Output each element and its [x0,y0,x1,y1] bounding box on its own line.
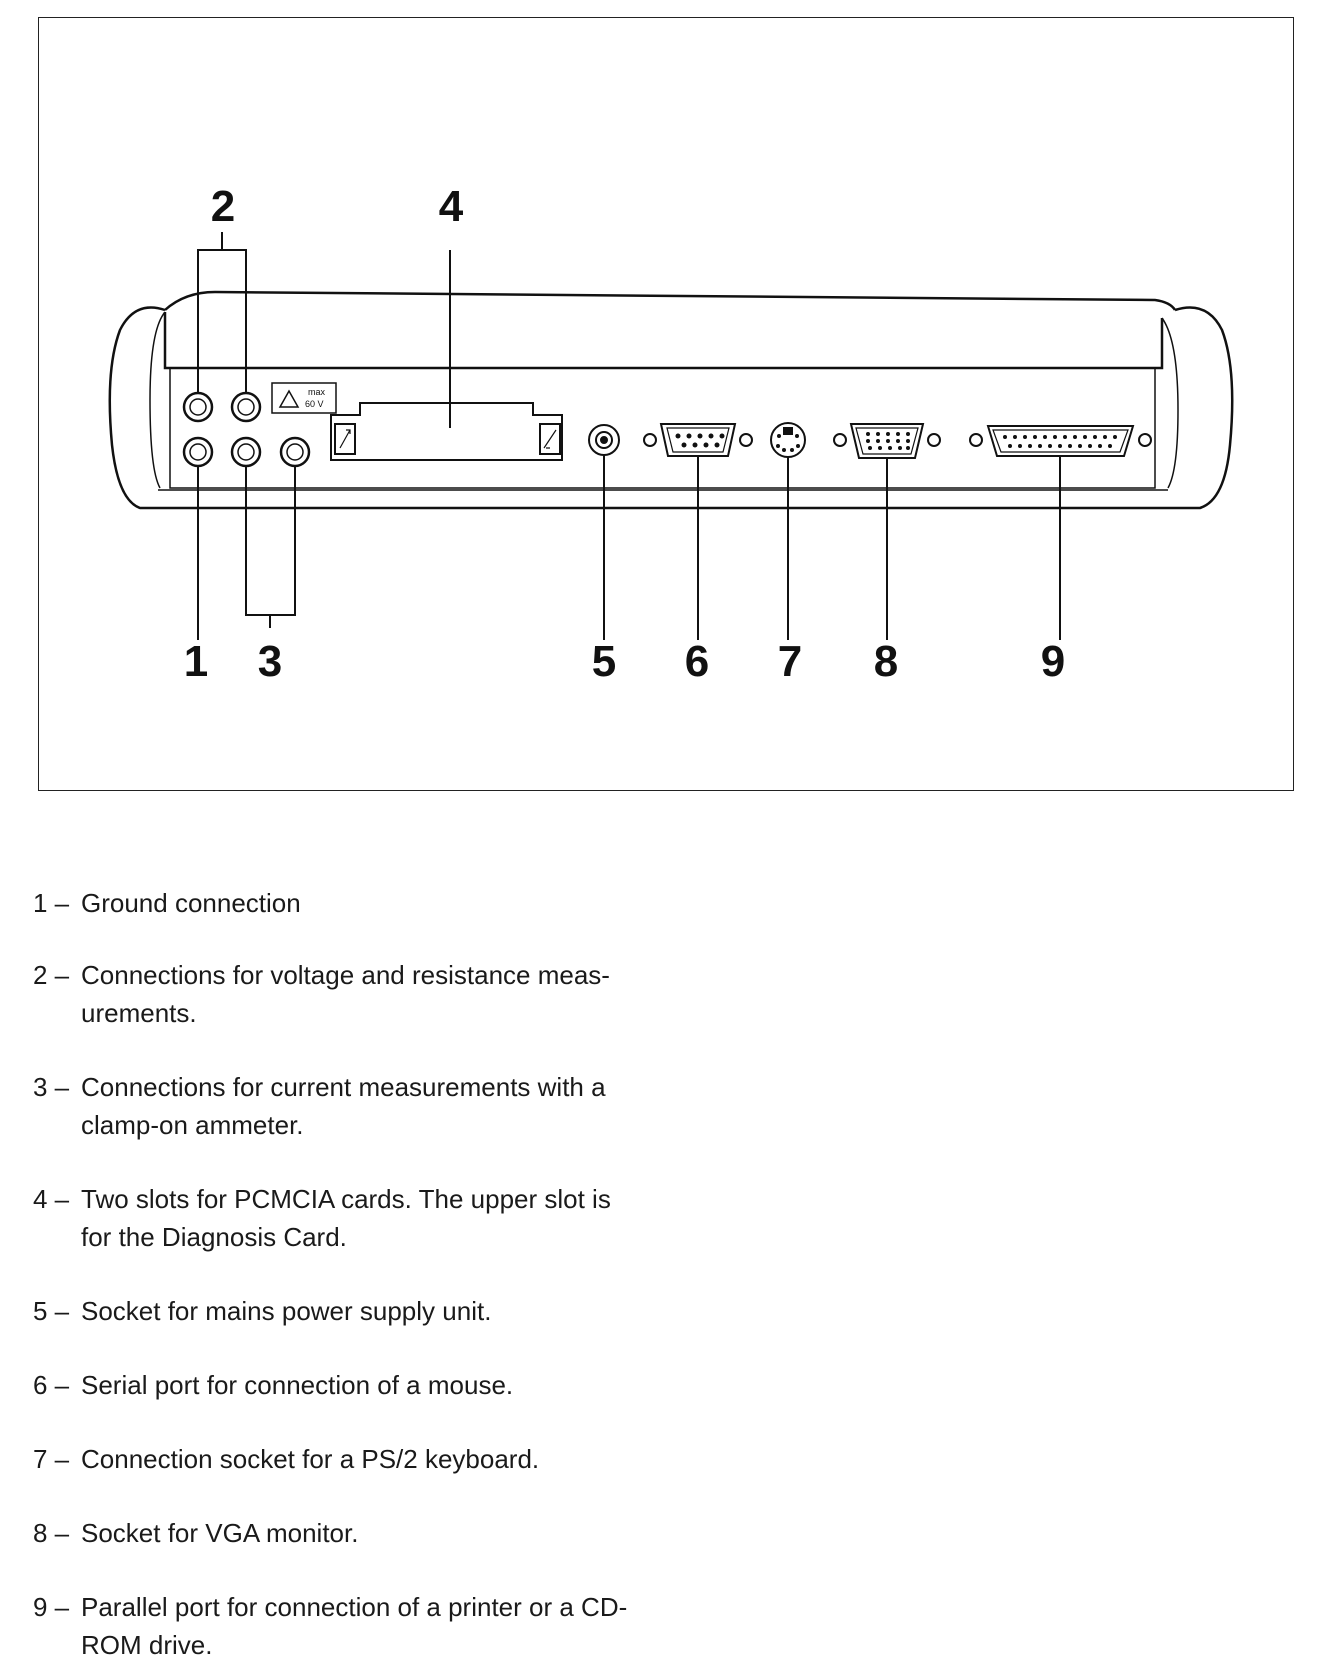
legend-item-6: 6 – Serial port for connection of a mous… [33,1366,673,1404]
callout-9: 9 [1040,637,1066,686]
legend-text: Ground connection [81,888,301,918]
legend-number: 2 – [33,960,70,990]
callout-7: 7 [777,637,803,686]
legend-item-2: 2 – Connections for voltage and resistan… [33,956,633,1032]
callout-8: 8 [873,637,899,686]
callout-4: 4 [438,182,464,231]
vga-socket-icon [833,423,941,459]
parallel-port-icon [969,425,1152,457]
legend-text: Connections for voltage and resistance m… [81,960,610,1028]
legend-text: Two slots for PCMCIA cards. The upper sl… [81,1184,611,1252]
legend-item-9: 9 – Parallel port for connection of a pr… [33,1588,633,1664]
device-rear-panel-diagram: max 60 V [108,232,1234,640]
device-top-edge [164,290,1177,311]
legend-text: Socket for mains power supply unit. [81,1296,492,1326]
right-handle-inner [1161,317,1179,489]
parallel-port-pins [1003,435,1117,448]
legend-number: 9 – [33,1592,70,1622]
legend-number: 8 – [33,1518,70,1548]
legend-text: Serial port for connection of a mouse. [81,1370,514,1400]
legend-item-7: 7 – Connection socket for a PS/2 keyboar… [33,1440,673,1478]
warning-label-max: max [308,387,326,397]
legend-number: 6 – [33,1370,70,1400]
legend-number: 4 – [33,1184,70,1214]
legend-item-8: 8 – Socket for VGA monitor. [33,1514,673,1552]
jack-2b-icon [230,391,262,423]
pcmcia-slot [330,402,563,461]
legend-text: Parallel port for connection of a printe… [81,1592,628,1660]
jack-1-icon [182,436,214,468]
device-front-panel [163,312,1164,370]
leader-lines [197,232,1061,640]
legend-text: Connection socket for a PS/2 keyboard. [81,1444,540,1474]
legend-item-3: 3 – Connections for current measurements… [33,1068,633,1144]
legend-text: Connections for current measurements wit… [81,1072,606,1140]
legend-item-5: 5 – Socket for mains power supply unit. [33,1292,673,1330]
ps2-socket-icon [770,422,806,458]
legend-number: 3 – [33,1072,70,1102]
warning-label [271,382,337,414]
jack-3b-icon [279,436,311,468]
legend-item-1: 1 – Ground connection [33,884,673,922]
left-handle-inner [149,311,166,489]
jack-2a-icon [182,391,214,423]
serial-port-icon [643,423,753,457]
device-body-outline [108,306,1234,510]
figure-frame [38,17,1294,791]
legend-text: Socket for VGA monitor. [81,1518,359,1548]
legend-number: 1 – [33,888,70,918]
legend-number: 7 – [33,1444,70,1474]
jack-3a-icon [230,436,262,468]
warning-label-voltage: 60 V [305,399,324,409]
callout-1: 1 [183,637,209,686]
callout-3: 3 [257,637,283,686]
callout-6: 6 [684,637,710,686]
callout-5: 5 [591,637,617,686]
panel-recess [169,367,1156,489]
legend-number: 5 – [33,1296,70,1326]
power-socket-icon [588,424,620,456]
legend-item-4: 4 – Two slots for PCMCIA cards. The uppe… [33,1180,633,1256]
callout-2: 2 [210,182,236,231]
